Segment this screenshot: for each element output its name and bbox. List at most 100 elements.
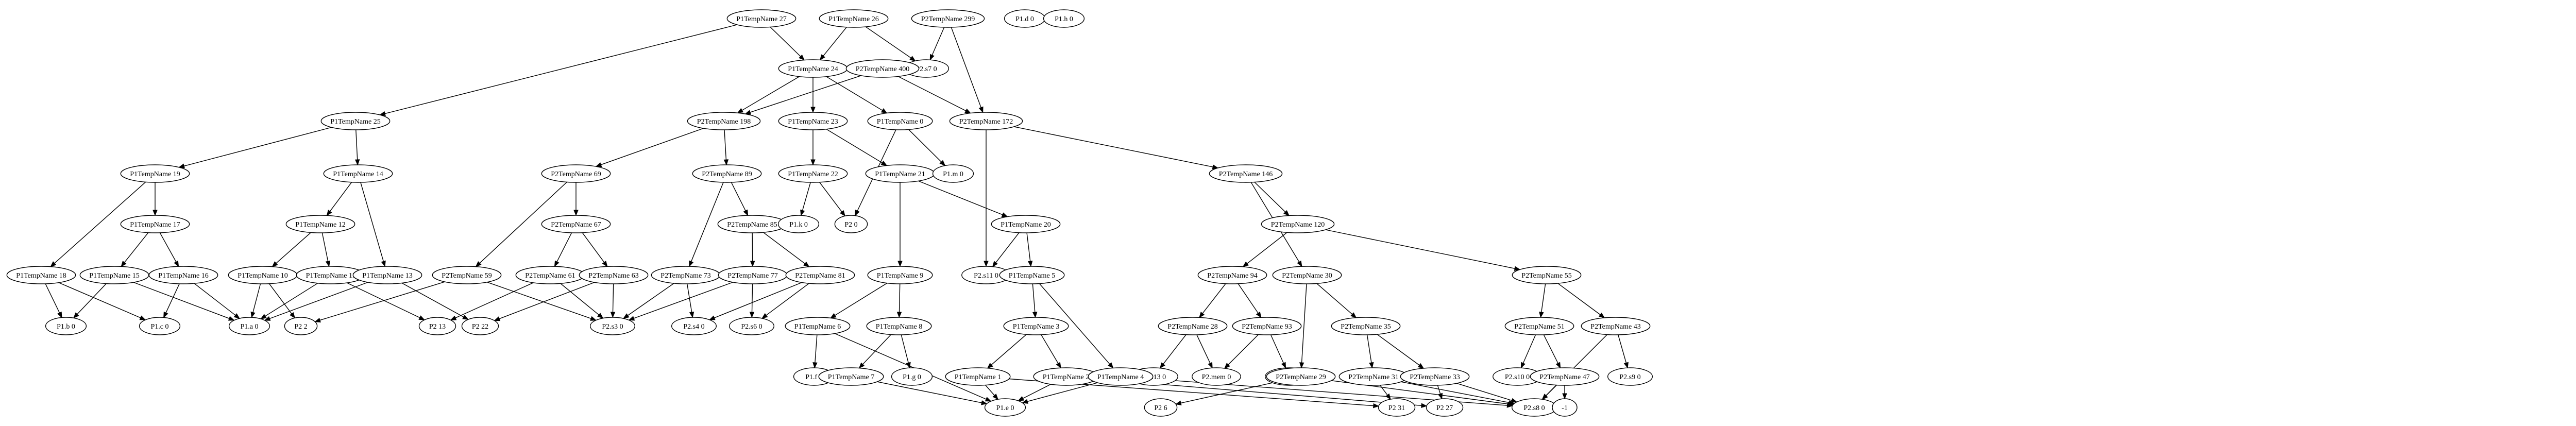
edge-arrowhead	[462, 315, 469, 320]
node-label: P2.s10 0	[1505, 373, 1530, 381]
edge-line	[835, 283, 888, 316]
edge-arrowhead	[1385, 393, 1391, 400]
node-p2tempname-63: P2TempName 63	[579, 266, 649, 284]
node-p1tempname-14: P1TempName 14	[323, 164, 393, 183]
node-p2tempname-81: P2TempName 81	[785, 266, 855, 284]
edge-arrowhead	[1224, 363, 1230, 369]
edge-p1tempname-11-to-p1-a-0	[260, 283, 318, 319]
edge-arrowhead	[418, 315, 426, 320]
node-label: P2.s9 0	[1619, 373, 1640, 381]
edge-p2tempname-51-to-p2tempname-47	[1543, 334, 1561, 369]
node-label: P2TempName 73	[660, 272, 710, 280]
edge-arrowhead	[1369, 362, 1374, 369]
node-p2tempname-67: P2TempName 67	[541, 215, 611, 233]
edge-p1tempname-15-to-p1-a-0	[133, 282, 235, 321]
edge-arrowhead	[325, 260, 331, 267]
node-p1tempname-19: P1TempName 19	[120, 164, 190, 183]
edge-line	[321, 232, 329, 262]
edge-line	[1013, 126, 1213, 167]
node-label: P2TempName 47	[1539, 373, 1589, 381]
edge-line	[1238, 283, 1259, 314]
edge-p1tempname-23-to-p1tempname-22	[810, 129, 816, 166]
node-label: P2TempName 61	[525, 272, 575, 280]
edge-p2tempname-94-to-p2tempname-28	[1199, 283, 1226, 318]
edge-arrowhead	[1159, 362, 1165, 369]
edge-arrowhead	[689, 260, 694, 267]
edge-arrowhead	[987, 363, 993, 369]
edge-p2tempname-30-to-p2tempname-35	[1316, 283, 1357, 318]
node-p1-e-0: P1.e 0	[984, 398, 1026, 417]
edge-p2tempname-51-to-p2-s10-0	[1520, 334, 1536, 369]
edge-arrowhead	[743, 209, 749, 216]
edge-p2tempname-31-to-p2-31	[1379, 385, 1391, 400]
node-p2tempname-59: P2TempName 59	[432, 266, 502, 284]
node-label: P1TempName 4	[1097, 373, 1144, 381]
node-label: P1TempName 19	[130, 171, 180, 178]
node-label: P2TempName 299	[921, 15, 975, 23]
node-shape	[1581, 317, 1651, 335]
edge-line	[276, 232, 311, 264]
node-p2tempname-85: P2TempName 85	[717, 215, 787, 233]
edge-arrowhead	[880, 108, 888, 114]
node-shape	[728, 317, 774, 335]
node-label: P1TempName 5	[1009, 272, 1055, 280]
node-p2-22: P2 22	[461, 317, 499, 335]
node-shape	[777, 215, 820, 233]
edge-arrowhead	[250, 311, 256, 318]
edge-arrowhead	[896, 312, 902, 318]
edge-arrowhead	[1417, 363, 1425, 369]
edge-line	[1202, 283, 1226, 314]
node-shape	[818, 367, 884, 386]
edge-line	[1228, 334, 1259, 365]
node-p2tempname-400: P2TempName 400	[845, 59, 920, 78]
edge-p2tempname-93-to-p2-s12-0	[1270, 334, 1286, 369]
edge-p2tempname-146-to-p2tempname-120	[1254, 181, 1290, 216]
edge-line	[560, 283, 599, 315]
node-p2-27: P2 27	[1426, 398, 1464, 417]
node-shape	[1530, 367, 1600, 386]
node-shape	[45, 317, 87, 335]
node-p1tempname-24: P1TempName 24	[778, 59, 848, 78]
edge-p2tempname-33-to-p2-s8-0	[1456, 383, 1518, 403]
node-shape	[120, 215, 190, 233]
node-p2-s8-0: P2.s8 0	[1511, 398, 1557, 417]
edge-arrowhead	[855, 210, 860, 216]
edge-arrowhead	[610, 312, 616, 318]
edge-arrowhead	[749, 312, 755, 318]
edge-p1tempname-20-to-p1tempname-5	[1026, 232, 1033, 267]
node-p2tempname-89: P2TempName 89	[692, 164, 762, 183]
edge-arrowhead	[228, 316, 235, 321]
node-shape	[1272, 266, 1342, 284]
node-shape	[1504, 317, 1574, 335]
edge-p2tempname-28-to-p2-mem-0	[1196, 334, 1213, 369]
edge-arrowhead	[326, 210, 332, 216]
node-shape	[1158, 317, 1228, 335]
edge-line	[908, 129, 942, 162]
edge-arrowhead	[708, 315, 716, 320]
edge-p1tempname-22-to-p2-0	[819, 182, 845, 217]
edge-line	[823, 27, 847, 57]
edge-line	[1023, 384, 1051, 399]
edge-p2tempname-61-to-p2-13	[450, 282, 534, 320]
node-p1tempname-11: P1TempName 11	[296, 266, 366, 284]
node-p2tempname-31: P2TempName 31	[1338, 367, 1409, 386]
edge-arrowhead	[139, 315, 146, 320]
edge-line	[1039, 283, 1110, 365]
node-label: P1.e 0	[996, 404, 1014, 412]
node-label: P2TempName 81	[795, 272, 845, 280]
edge-p1tempname-20-to-p2-s11-0	[992, 232, 1020, 267]
node-shape	[778, 164, 848, 183]
edge-p2tempname-67-to-p2tempname-61	[554, 232, 572, 267]
edge-line	[901, 334, 909, 363]
node-p1tempname-6: P1TempName 6	[785, 317, 851, 335]
edge-p1tempname-10-to-p2-2	[268, 283, 296, 319]
edge-line	[1026, 232, 1031, 262]
edge-arrowhead	[978, 106, 984, 113]
edge-arrowhead	[981, 400, 988, 405]
node-label: P1TempName 12	[295, 221, 345, 229]
edge-arrowhead	[909, 56, 916, 61]
node-p2-s3-0: P2.s3 0	[589, 317, 635, 335]
node-shape	[1261, 215, 1335, 233]
edge-line	[1379, 385, 1388, 396]
